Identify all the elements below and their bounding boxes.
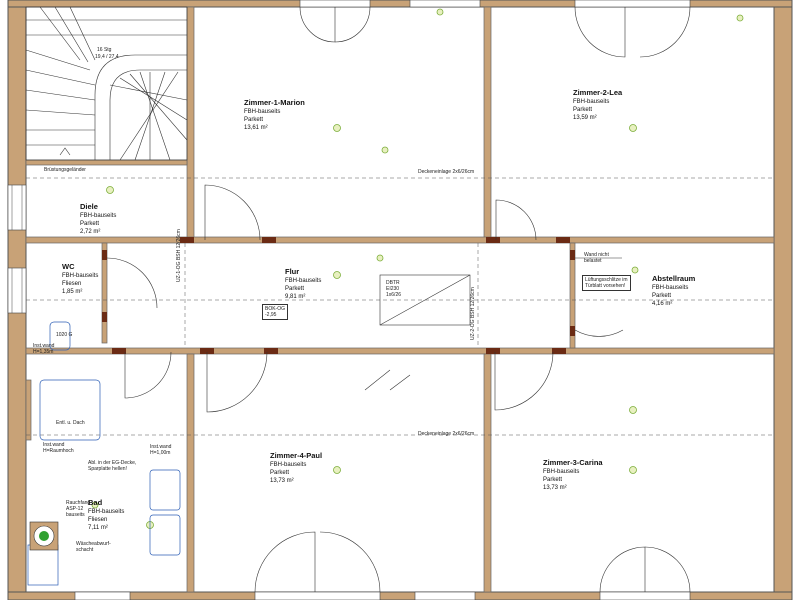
laundry-line-1: Wäscheabwurf-: [76, 541, 111, 547]
left-windows: [7, 184, 27, 314]
light-fixtures: [91, 8, 744, 529]
room-area: 1,85 m²: [62, 289, 83, 295]
room-finish: Fliesen: [88, 517, 108, 523]
room-label-lea: Zimmer-2-Lea FBH-bauseits Parkett 13,59 …: [573, 88, 622, 122]
room-label-diele: Diele FBH-bauseits Parkett 2,72 m²: [80, 202, 116, 236]
wc-model: 1020 G: [56, 332, 73, 338]
room-label-marion: Zimmer-1-Marion FBH-bauseits Parkett 13,…: [244, 98, 305, 132]
room-name: Zimmer-1-Marion: [244, 98, 305, 107]
room-finish: Fliesen: [62, 281, 82, 287]
eg-note-line-1: Abl. in der EG-Decke,: [88, 460, 137, 466]
bok-note: BOK-OG-2,95: [262, 304, 289, 320]
room-floor: FBH-bauseits: [573, 99, 610, 105]
chimney-line-2: ASP-12: [66, 506, 84, 512]
room-floor: FBH-bauseits: [88, 509, 125, 515]
room-floor: FBH-bauseits: [244, 109, 281, 115]
room-name: Bad: [88, 498, 103, 507]
bok-label: BOK-OG: [265, 306, 286, 312]
room-finish: Parkett: [285, 286, 305, 292]
ceiling-note-bottom: Deckeneinlage 2x6/26cm: [418, 431, 475, 437]
uz-right-note: UZ-2-OG BSH 12/26cm: [470, 287, 476, 340]
room-label-paul: Zimmer-4-Paul FBH-bauseits Parkett 13,73…: [270, 451, 322, 485]
room-name: Flur: [285, 267, 300, 276]
laundry-chute-note: Wäscheabwurf-schacht: [76, 541, 111, 553]
ventilation-line-2: Türblatt vorsehen!: [585, 283, 626, 289]
stairs-ratio: 19,4 / 27,4: [95, 54, 119, 60]
dbtr-label: DBTR: [386, 280, 400, 286]
staircase: [25, 6, 188, 161]
room-finish: Parkett: [652, 293, 672, 299]
room-label-abstellraum: Abstellraum FBH-bauseits Parkett 4,16 m²: [652, 274, 695, 308]
room-area: 7,11 m²: [88, 525, 108, 531]
room-finish: Parkett: [80, 221, 100, 227]
room-area: 13,73 m²: [543, 485, 567, 491]
room-name: Zimmer-2-Lea: [573, 88, 623, 97]
room-area: 2,72 m²: [80, 229, 101, 235]
uz-left-note: UZ-1-OG BSH 12/26cm: [176, 229, 182, 282]
door-frames: [102, 237, 575, 354]
inst-wall-full-line-2: H=Raumhoch: [43, 448, 74, 454]
wall-note-line-2: belastet: [584, 258, 602, 264]
inst-wall-wc-line-1: Inst.wand: [33, 343, 55, 349]
room-area: 13,59 m²: [573, 115, 597, 121]
room-floor: FBH-bauseits: [652, 285, 689, 291]
chimney: [29, 521, 59, 551]
room-finish: Parkett: [543, 477, 563, 483]
room-label-flur: Flur FBH-bauseits Parkett 9,81 m²: [285, 267, 321, 301]
chimney-line-3: bauseits: [66, 512, 85, 518]
dbtr-dim: 1x6/26: [386, 292, 402, 298]
door-swings: [106, 6, 691, 593]
ceiling-note-top: Deckeneinlage 2x6/26cm: [418, 169, 475, 175]
beam-arrows: [364, 274, 471, 391]
eg-note: Abl. in der EG-Decke,Sparplatte hellen!: [88, 460, 136, 472]
room-finish: Parkett: [573, 107, 593, 113]
room-name: Abstellraum: [652, 274, 696, 283]
room-label-wc: WC FBH-bauseits Fliesen 1,85 m²: [62, 262, 98, 296]
room-finish: Parkett: [244, 117, 264, 123]
stairs-steps: 16 Stg: [97, 47, 112, 53]
ventilation-line-1: Lüftungsschlitze im: [585, 277, 628, 283]
railing-note: Brüstungsgeländer: [44, 167, 86, 173]
room-label-bad: Bad FBH-bauseits Fliesen 7,11 m²: [88, 498, 124, 532]
room-name: Diele: [80, 202, 98, 211]
room-floor: FBH-bauseits: [270, 462, 307, 468]
room-area: 13,73 m²: [270, 478, 294, 484]
wall-note-line-1: Wand nicht: [584, 252, 609, 258]
room-name: Zimmer-4-Paul: [270, 451, 323, 460]
room-area: 13,61 m²: [244, 125, 268, 131]
chimney-line-1: Rauchfang: [66, 500, 91, 506]
room-name: WC: [62, 262, 75, 271]
room-area: 4,16 m²: [652, 301, 673, 307]
bok-value: -2,95: [265, 312, 277, 318]
dbtr-value: EI230: [386, 286, 400, 292]
room-floor: FBH-bauseits: [80, 213, 117, 219]
top-windows: [299, 0, 691, 8]
room-finish: Parkett: [270, 470, 290, 476]
beam-lines: [26, 177, 774, 436]
inst-wall-wc-line-2: H=1,35m: [33, 349, 54, 355]
room-floor: FBH-bauseits: [285, 278, 322, 284]
room-floor: FBH-bauseits: [543, 469, 580, 475]
entl-note: Entl. u. Dach: [56, 420, 85, 426]
laundry-line-2: schacht: [76, 547, 94, 553]
inst-wall-bad-line-2: H=1,00m: [150, 450, 171, 456]
room-floor: FBH-bauseits: [62, 273, 99, 279]
room-label-carina: Zimmer-3-Carina FBH-bauseits Parkett 13,…: [543, 458, 603, 492]
inst-wall-full-line-1: Inst.wand: [43, 442, 65, 448]
outer-walls: [7, 0, 793, 600]
room-name: Zimmer-3-Carina: [543, 458, 603, 467]
inst-wall-bad-line-1: Inst.wand: [150, 444, 172, 450]
eg-note-line-2: Sparplatte hellen!: [88, 466, 127, 472]
room-area: 9,81 m²: [285, 294, 306, 300]
